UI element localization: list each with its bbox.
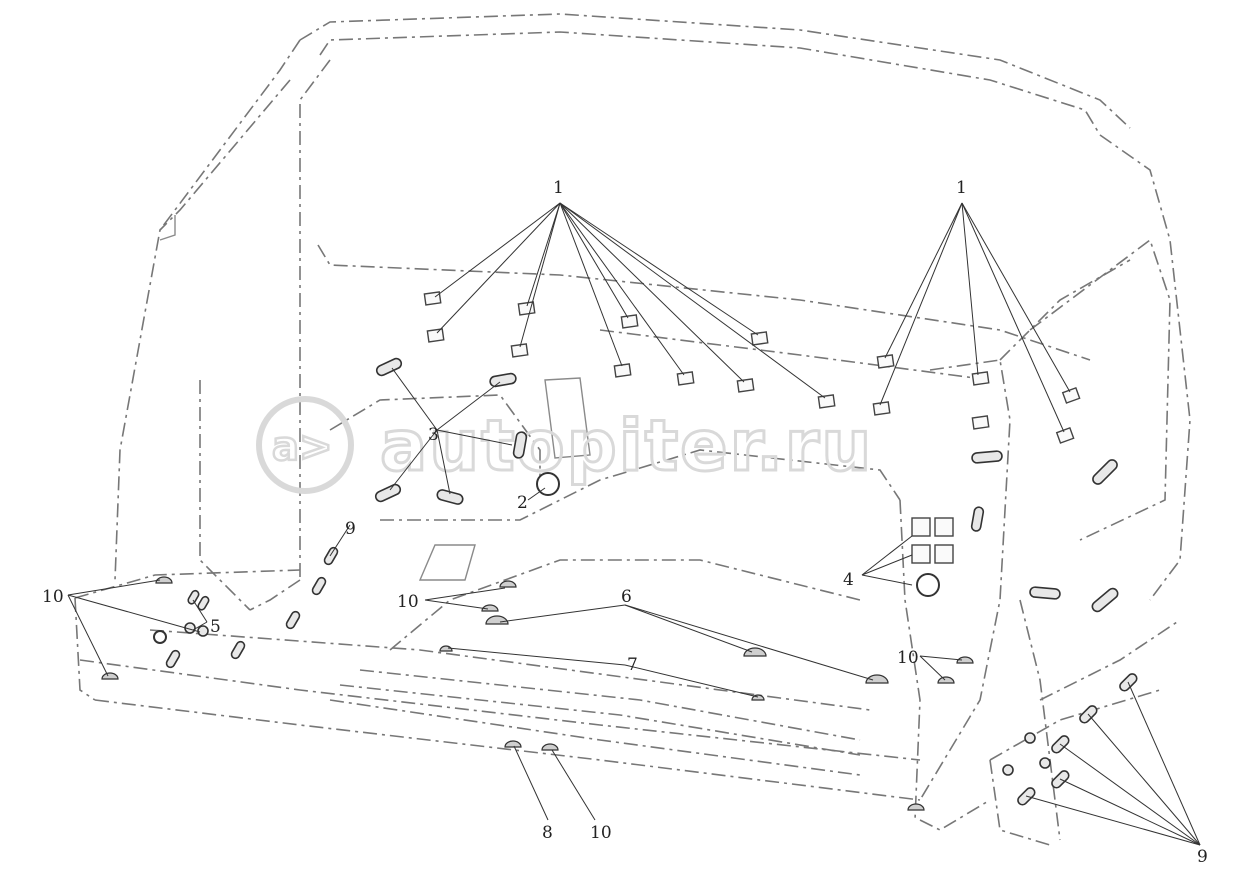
- watermark-logo-icon: [256, 396, 354, 494]
- leader-lines: [67, 202, 1201, 846]
- callout-9-right: 9: [1197, 847, 1208, 867]
- callout-10-center: 10: [397, 592, 419, 612]
- watermark-glyph: a>: [272, 424, 333, 470]
- rectangular-plugs: [423, 291, 1081, 597]
- dome-plugs: [101, 472, 974, 811]
- callout-1-right: 1: [956, 178, 967, 198]
- callout-3: 3: [428, 425, 439, 445]
- callout-7: 7: [627, 655, 638, 675]
- callout-6: 6: [621, 587, 632, 607]
- callout-4: 4: [843, 570, 854, 590]
- callout-8: 8: [542, 823, 553, 843]
- callout-5: 5: [210, 617, 221, 637]
- watermark: a> autopiter.ru: [256, 396, 873, 494]
- callout-10-left: 10: [42, 587, 64, 607]
- callout-1-left: 1: [553, 178, 564, 198]
- callout-10-bottom: 10: [590, 823, 612, 843]
- callout-labels: 1 1 3 2 4 5 9 10 10 6 7 10 8 10 9: [42, 178, 1208, 867]
- callout-10-right: 10: [897, 648, 919, 668]
- cab-outline: [74, 13, 1191, 846]
- callout-2: 2: [517, 493, 528, 513]
- watermark-text: autopiter.ru: [380, 405, 873, 487]
- callout-9-left: 9: [345, 519, 356, 539]
